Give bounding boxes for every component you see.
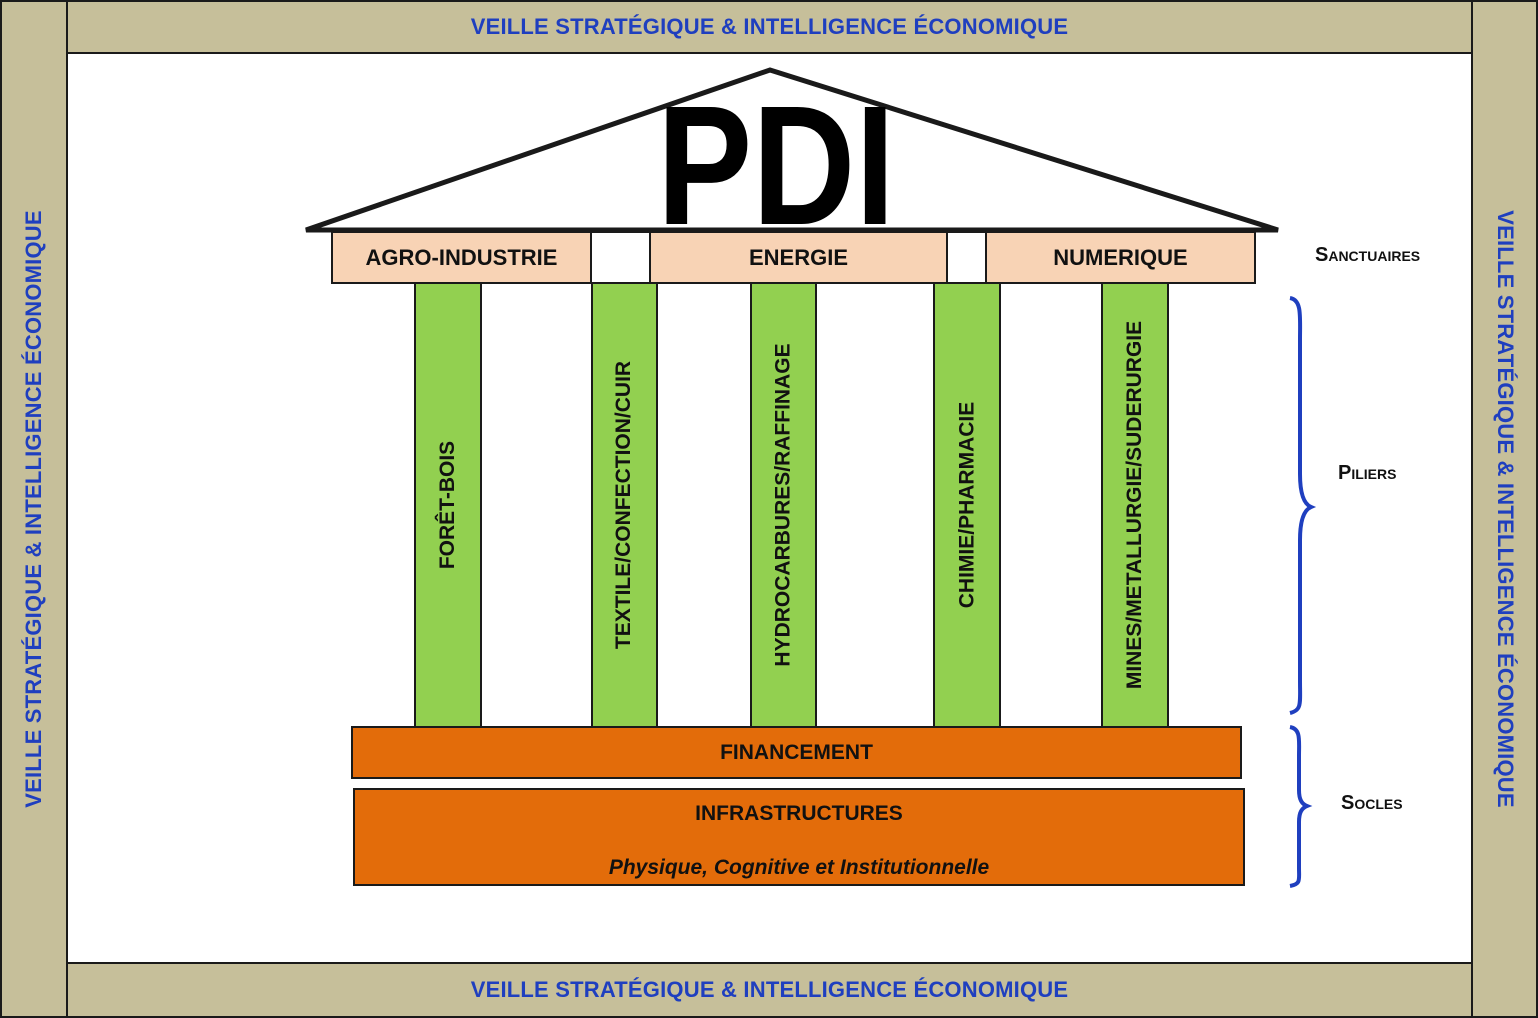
pilier-hydrocarbures: HYDROCARBURES/RAFFINAGE (750, 282, 817, 728)
socle-infrastructures: INFRASTRUCTURES Physique, Cognitive et I… (353, 788, 1245, 886)
sanctuaire-gap (946, 231, 987, 284)
pilier-mines: MINES/METALLURGIE/SUDERURGIE (1101, 282, 1169, 728)
border-band-bottom: VEILLE STRATÉGIQUE & INTELLIGENCE ÉCONOM… (66, 962, 1473, 1018)
side-label-piliers: Piliers (1338, 462, 1397, 484)
roof-title: PDI (657, 71, 895, 261)
pilier-label: TEXTILE/CONFECTION/CUIR (612, 360, 636, 650)
pilier-chimie: CHIMIE/PHARMACIE (933, 282, 1001, 728)
sanctuaire-label: ENERGIE (748, 244, 849, 270)
border-band-right: VEILLE STRATÉGIQUE & INTELLIGENCE ÉCONOM… (1471, 0, 1538, 1018)
side-label-socles: Socles (1341, 792, 1403, 814)
border-band-top: VEILLE STRATÉGIQUE & INTELLIGENCE ÉCONOM… (66, 0, 1473, 54)
border-text-top: VEILLE STRATÉGIQUE & INTELLIGENCE ÉCONOM… (470, 14, 1069, 39)
side-label-sanctuaires: Sanctuaires (1315, 244, 1421, 266)
socle-sublabel: Physique, Cognitive et Institutionnelle (608, 856, 990, 879)
pilier-label: FORÊT-BOIS (436, 440, 459, 570)
border-band-left: VEILLE STRATÉGIQUE & INTELLIGENCE ÉCONOM… (0, 0, 68, 1018)
sanctuaire-label: NUMERIQUE (1053, 244, 1188, 270)
socle-label: INFRASTRUCTURES (695, 802, 903, 825)
border-text-bottom: VEILLE STRATÉGIQUE & INTELLIGENCE ÉCONOM… (470, 977, 1069, 1002)
pilier-foret-bois: FORÊT-BOIS (414, 282, 482, 728)
sanctuaire-numerique: NUMERIQUE (985, 231, 1256, 284)
socle-label: FINANCEMENT (720, 740, 873, 764)
pilier-label: CHIMIE/PHARMACIE (955, 401, 979, 609)
brace-piliers (1289, 296, 1317, 715)
sanctuaire-energie: ENERGIE (649, 231, 948, 284)
pilier-label: HYDROCARBURES/RAFFINAGE (771, 343, 795, 667)
sanctuaire-agro-industrie: AGRO-INDUSTRIE (331, 231, 592, 284)
socle-financement: FINANCEMENT (351, 726, 1242, 779)
brace-socles (1289, 725, 1313, 888)
sanctuaire-label: AGRO-INDUSTRIE (365, 244, 558, 270)
pilier-textile: TEXTILE/CONFECTION/CUIR (591, 282, 658, 728)
temple-roof (305, 67, 1279, 233)
sanctuaire-gap (590, 231, 651, 284)
pilier-label: MINES/METALLURGIE/SUDERURGIE (1123, 320, 1147, 690)
